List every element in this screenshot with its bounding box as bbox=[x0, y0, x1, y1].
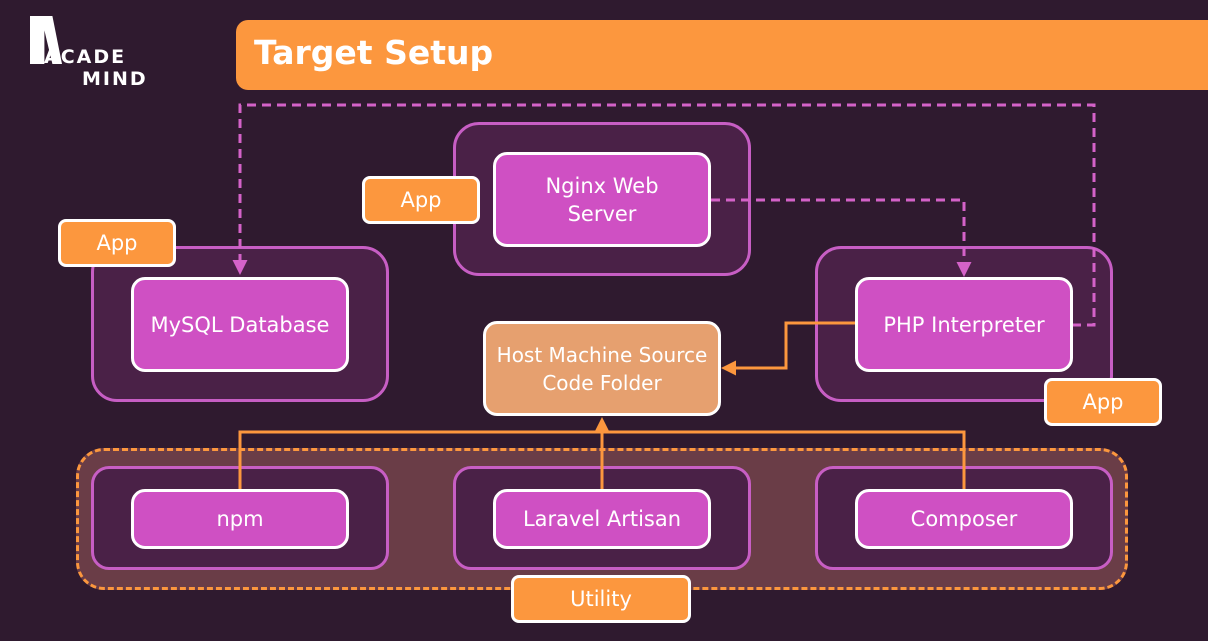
link-php-to-mysql bbox=[232, 103, 1096, 327]
logo-line-1: ACADE bbox=[44, 46, 127, 68]
php-label: PHP Interpreter bbox=[883, 312, 1045, 337]
mysql-database-node: MySQL Database bbox=[131, 277, 349, 372]
php-app-tag: App bbox=[1044, 378, 1162, 426]
nginx-app-tag-label: App bbox=[400, 188, 442, 212]
host-source-folder-node: Host Machine Source Code Folder bbox=[483, 321, 721, 416]
page-title: Target Setup bbox=[254, 33, 494, 72]
utility-tag: Utility bbox=[511, 575, 691, 623]
utility-tag-label: Utility bbox=[570, 587, 632, 611]
nginx-web-server-node: Nginx Web Server bbox=[493, 152, 711, 247]
academind-logo: ACADE MIND bbox=[30, 16, 160, 90]
composer-node: Composer bbox=[855, 489, 1073, 549]
nginx-app-tag: App bbox=[362, 176, 480, 224]
mysql-label: MySQL Database bbox=[150, 312, 330, 337]
host-label: Host Machine Source Code Folder bbox=[496, 342, 708, 395]
mysql-app-tag: App bbox=[58, 219, 176, 267]
composer-label: Composer bbox=[910, 507, 1018, 531]
title-bar: Target Setup bbox=[236, 20, 1208, 90]
link-nginx-to-php bbox=[711, 198, 972, 277]
npm-label: npm bbox=[216, 507, 264, 531]
npm-node: npm bbox=[131, 489, 349, 549]
php-app-tag-label: App bbox=[1082, 390, 1124, 414]
link-php-to-host bbox=[721, 321, 855, 376]
artisan-label: Laravel Artisan bbox=[522, 507, 682, 531]
mysql-app-tag-label: App bbox=[96, 231, 138, 255]
php-interpreter-node: PHP Interpreter bbox=[855, 277, 1073, 372]
logo-line-2: MIND bbox=[82, 68, 148, 90]
nginx-label: Nginx Web Server bbox=[545, 173, 659, 226]
laravel-artisan-node: Laravel Artisan bbox=[493, 489, 711, 549]
